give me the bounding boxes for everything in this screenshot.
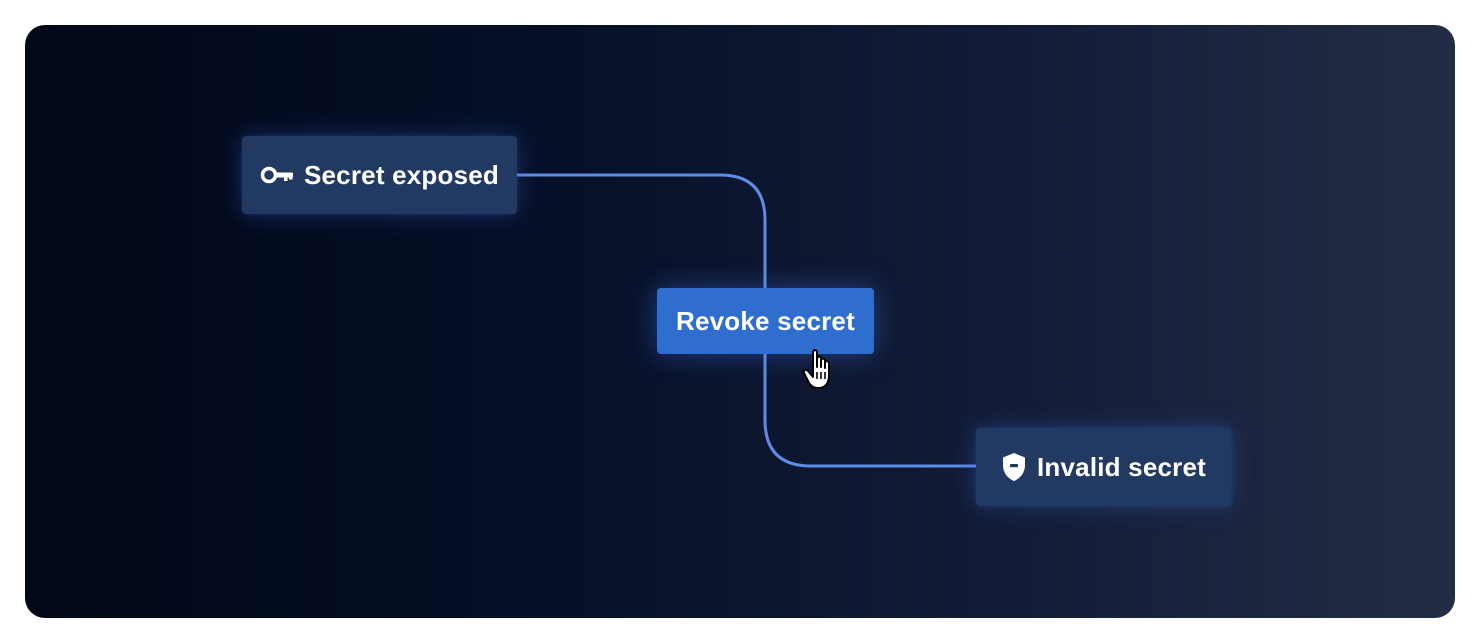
revoke-secret-button[interactable]: Revoke secret xyxy=(657,288,874,354)
node-secret-exposed[interactable]: Secret exposed xyxy=(242,136,517,214)
shield-icon xyxy=(1001,452,1027,482)
node-invalid-secret[interactable]: Invalid secret xyxy=(976,428,1231,506)
key-icon xyxy=(260,166,294,184)
edge-secret-exposed-to-revoke-secret xyxy=(515,173,767,290)
edge-revoke-secret-to-invalid-secret xyxy=(763,351,978,468)
diagram-canvas: Secret exposed Revoke secret Invalid sec… xyxy=(25,25,1455,618)
node-label: Revoke secret xyxy=(676,305,855,336)
hand-pointer-icon xyxy=(803,349,830,389)
node-label: Invalid secret xyxy=(1037,451,1206,482)
connector-layer xyxy=(515,173,978,468)
node-label: Secret exposed xyxy=(303,159,499,190)
